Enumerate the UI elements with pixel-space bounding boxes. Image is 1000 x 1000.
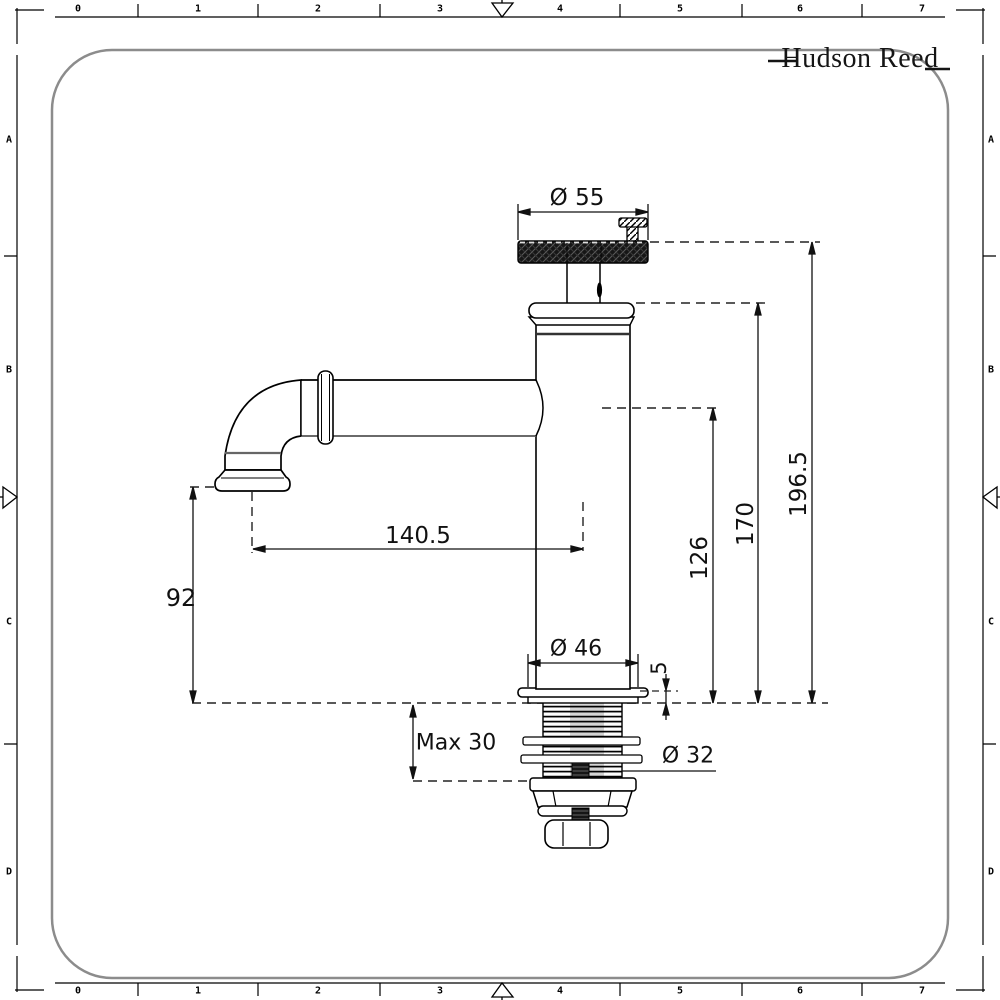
spout bbox=[214, 370, 544, 492]
ruler-bottom-5: 5 bbox=[676, 985, 684, 997]
backnut-flange bbox=[529, 777, 637, 792]
spout-collar-ring bbox=[317, 370, 334, 445]
washer-lower bbox=[520, 754, 643, 764]
ruler-top-5: 5 bbox=[676, 3, 684, 15]
spout-outlet bbox=[214, 469, 291, 492]
indicator-pin-stem bbox=[626, 225, 639, 243]
dim-tail-diameter: Ø 32 bbox=[661, 743, 715, 769]
dimension-lines bbox=[189, 204, 816, 780]
ruler-top-3: 3 bbox=[436, 3, 444, 15]
ruler-top-4: 4 bbox=[556, 3, 564, 15]
ruler-bottom-0: 0 bbox=[74, 985, 82, 997]
knurled-handle-wheel bbox=[517, 240, 649, 264]
ruler-left-d: D bbox=[5, 866, 13, 878]
faucet-tail-assembly bbox=[520, 696, 643, 849]
ruler-left-c: C bbox=[5, 616, 13, 628]
indicator-pin-cap bbox=[618, 217, 648, 228]
dim-base-diameter: Ø 46 bbox=[549, 636, 603, 662]
ruler-bottom-4: 4 bbox=[556, 985, 564, 997]
washer-upper bbox=[522, 736, 641, 746]
dim-spout-centre-height: 126 bbox=[687, 536, 713, 580]
ruler-right-d: D bbox=[987, 866, 995, 878]
base-plate bbox=[517, 687, 649, 704]
dim-spout-clearance: 92 bbox=[165, 584, 197, 612]
ruler-right-a: A bbox=[987, 134, 995, 146]
dim-base-plate-height: 5 bbox=[647, 661, 671, 675]
reference-dashed-lines bbox=[190, 241, 828, 782]
ruler-bottom-6: 6 bbox=[796, 985, 804, 997]
spout-body-socket bbox=[535, 379, 544, 437]
dim-spout-reach: 140.5 bbox=[385, 523, 451, 549]
ruler-right-c: C bbox=[987, 616, 995, 628]
backnut-hex bbox=[531, 790, 634, 808]
ruler-bottom-1: 1 bbox=[194, 985, 202, 997]
ruler-top-1: 1 bbox=[194, 3, 202, 15]
logo-lines bbox=[768, 59, 950, 71]
ruler-top-0: 0 bbox=[74, 3, 82, 15]
brand-logo: Hudson Reed bbox=[781, 43, 939, 74]
dim-handle-diameter: Ø 55 bbox=[549, 185, 605, 211]
bonnet-cap bbox=[527, 302, 636, 326]
level-dashed-lines bbox=[582, 302, 766, 551]
spout-elbow bbox=[224, 379, 302, 471]
dim-body-top-height: 170 bbox=[733, 502, 759, 546]
dim-max-deck-thickness: Max 30 bbox=[415, 730, 497, 756]
ruler-bottom-3: 3 bbox=[436, 985, 444, 997]
ruler-bottom-7: 7 bbox=[918, 985, 926, 997]
sheet-frame bbox=[4, 4, 996, 996]
spout-pipe-fill bbox=[301, 381, 537, 435]
rounded-frame bbox=[50, 48, 950, 980]
ruler-bottom-2: 2 bbox=[314, 985, 322, 997]
dim-total-height: 196.5 bbox=[786, 451, 812, 517]
ruler-top-7: 7 bbox=[918, 3, 926, 15]
ruler-top-2: 2 bbox=[314, 3, 322, 15]
stem-marker bbox=[596, 282, 603, 298]
supply-nut bbox=[544, 819, 609, 849]
ruler-left-b: B bbox=[5, 364, 13, 376]
ruler-left-a: A bbox=[5, 134, 13, 146]
ruler-right-b: B bbox=[987, 364, 995, 376]
handle-assembly bbox=[517, 217, 649, 303]
ruler-top-6: 6 bbox=[796, 3, 804, 15]
